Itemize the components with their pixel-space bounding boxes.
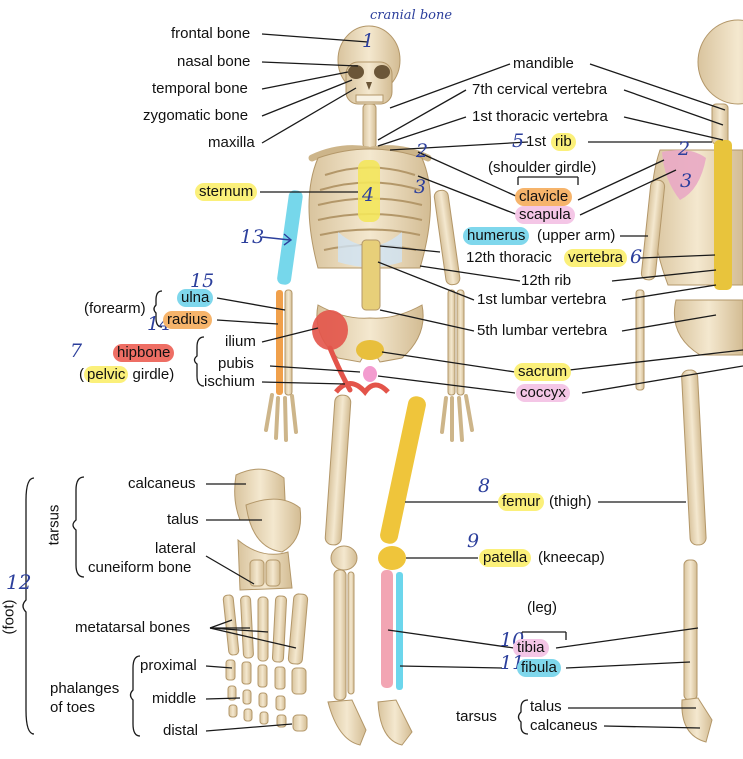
- number-5: 5: [512, 130, 525, 152]
- label-temporal-bone: temporal bone: [152, 80, 248, 97]
- back-spine-highlight: [714, 140, 732, 290]
- label-talus-right: talus: [530, 698, 562, 715]
- brackets: [22, 290, 529, 737]
- label-cuneiform-bone: cuneiform bone: [88, 559, 192, 576]
- label-calcaneus-right: calcaneus: [530, 717, 598, 734]
- label-thoracic-12-prefix: 12th thoracic: [466, 249, 552, 266]
- label-ilium: ilium: [225, 333, 256, 350]
- foot-illustration: [222, 468, 309, 732]
- label-hipbone: hipbone: [113, 344, 175, 362]
- number-8: 8: [478, 475, 491, 497]
- number-2b: 2: [678, 138, 691, 160]
- lumbar-spine: [361, 239, 381, 311]
- number-9: 9: [467, 530, 480, 552]
- cervical-spine: [362, 103, 377, 149]
- patella-highlight: [378, 546, 406, 570]
- sacrum-highlight: [356, 340, 384, 360]
- label-forearm: (forearm): [84, 300, 146, 317]
- number-1: 1: [362, 30, 375, 52]
- label-ischium: ischium: [204, 373, 255, 390]
- label-cervical-vertebra: 7th cervical vertebra: [472, 81, 608, 98]
- scapula-highlight: [662, 150, 706, 200]
- label-humerus: humerus: [463, 227, 530, 245]
- label-girdle: girdle): [132, 366, 175, 383]
- label-foot: (foot): [0, 599, 18, 635]
- label-thoracic-vertebra-1: 1st thoracic vertebra: [472, 108, 608, 125]
- label-nasal-bone: nasal bone: [177, 53, 251, 70]
- label-fibula: fibula: [517, 659, 561, 677]
- left-femur: [324, 394, 352, 546]
- label-proximal: proximal: [140, 657, 197, 674]
- label-tibia: tibia: [513, 639, 549, 657]
- number-4: 4: [362, 184, 375, 206]
- number-7: 7: [70, 340, 83, 362]
- talus-bone: [245, 498, 302, 553]
- label-lumbar-vertebra-5: 5th lumbar vertebra: [477, 322, 608, 339]
- label-shoulder-girdle: (shoulder girdle): [488, 159, 597, 176]
- label-sternum: sternum: [195, 183, 258, 201]
- label-of-toes: of toes: [50, 699, 96, 716]
- label-rib: rib: [551, 133, 576, 151]
- label-rib1-prefix: 1st: [526, 133, 547, 150]
- left-ilium-highlight: [312, 310, 348, 350]
- left-ulna: [284, 289, 293, 396]
- left-radius: [276, 290, 283, 395]
- label-lumbar-vertebra-1: 1st lumbar vertebra: [477, 291, 607, 308]
- label-calcaneus-left: calcaneus: [128, 475, 196, 492]
- tibia-highlight: [381, 570, 393, 688]
- label-talus-left: talus: [167, 511, 199, 528]
- label-phalanges: phalanges: [50, 680, 120, 697]
- label-lateral: lateral: [155, 540, 196, 557]
- number-12: 12: [6, 570, 32, 594]
- label-pelvic: pelvic: [84, 366, 129, 383]
- label-kneecap: (kneecap): [538, 549, 605, 566]
- sternum-highlight: [358, 160, 380, 222]
- number-13: 13: [240, 226, 265, 248]
- label-vertebra: vertebra: [564, 249, 628, 267]
- cranial-note: cranial bone: [370, 8, 453, 23]
- label-patella: patella: [479, 549, 532, 567]
- label-maxilla: maxilla: [208, 134, 255, 151]
- label-femur: femur: [498, 493, 545, 511]
- number-3a: 3: [414, 176, 427, 198]
- number-6: 6: [630, 246, 643, 268]
- label-mandible: mandible: [513, 55, 574, 72]
- left-humerus: [277, 190, 303, 285]
- label-tarsus-right: tarsus: [456, 708, 497, 725]
- label-upper-arm: (upper arm): [537, 227, 616, 244]
- label-thigh: (thigh): [549, 493, 592, 510]
- label-metatarsal-bones: metatarsal bones: [75, 619, 191, 636]
- right-femur-highlight: [380, 396, 426, 544]
- label-pubis: pubis: [218, 355, 254, 372]
- label-tarsus-left: tarsus: [45, 504, 63, 546]
- front-skeleton: [264, 25, 474, 746]
- label-scapula: scapula: [515, 206, 575, 224]
- label-sacrum: sacrum: [514, 363, 572, 381]
- right-humerus: [433, 189, 461, 286]
- label-ulna: ulna: [177, 289, 214, 307]
- label-frontal-bone: frontal bone: [171, 25, 251, 42]
- label-radius: radius: [163, 311, 212, 329]
- leader-lines: [205, 33, 743, 732]
- number-15: 15: [190, 270, 215, 292]
- coccyx-highlight: [363, 366, 377, 382]
- label-clavicle: clavicle: [515, 188, 573, 206]
- label-rib-12: 12th rib: [521, 272, 572, 289]
- label-distal: distal: [163, 722, 199, 739]
- label-pelvic-girdle-open: (pelvic girdle): [79, 366, 175, 383]
- label-coccyx: coccyx: [516, 384, 570, 402]
- number-2a: 2: [416, 140, 429, 162]
- label-zygomatic-bone: zygomatic bone: [143, 107, 249, 124]
- label-leg: (leg): [527, 599, 558, 616]
- number-3b: 3: [680, 170, 693, 192]
- label-middle: middle: [152, 690, 197, 707]
